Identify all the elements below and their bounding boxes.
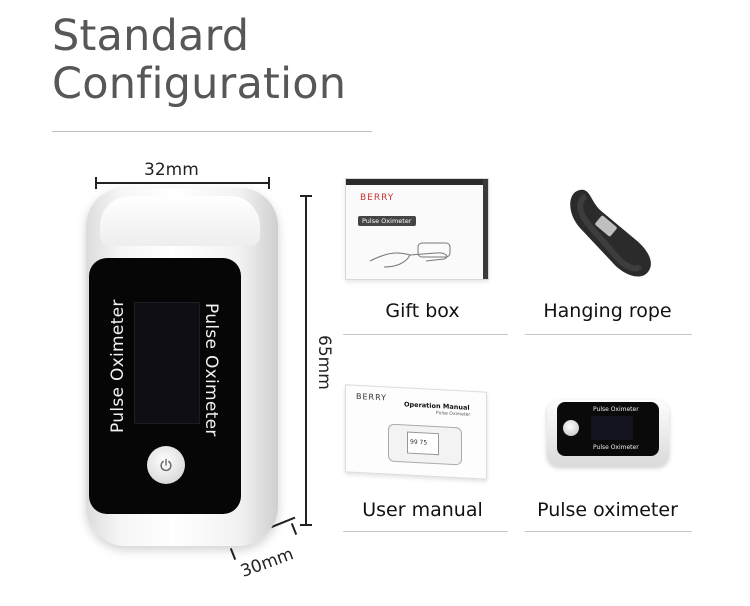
hanging-rope-image [570,189,651,277]
item-divider-user-manual [343,531,508,532]
item-divider-hanging-rope [525,334,692,335]
device-top-shell [100,196,260,246]
item-label-gift-box: Gift box [385,300,460,322]
manual-brand: BERRY [356,391,388,403]
manual-device-screen: 99 75 [407,431,439,456]
mini-device-screen [591,416,633,440]
gift-box-top-edge [346,179,488,185]
hand-sketch-icon [369,242,451,268]
gift-box-image: BERRY Pulse Oximeter [345,178,489,280]
title-divider [52,131,372,132]
width-dimension-label: 32mm [144,160,199,180]
manual-screen-values: 99 75 [410,438,428,447]
gift-box-brand: BERRY [360,193,395,203]
mini-power-button [563,420,579,436]
gift-box-badge: Pulse Oximeter [358,216,416,226]
device-front-panel: Pulse Oximeter Pulse Oximeter [89,258,241,514]
device-label-left: Pulse Oximeter [108,299,128,433]
title-line-2: Configuration [52,59,347,109]
manual-device-drawing: 99 75 [388,423,462,466]
pulse-oximeter-device: Pulse Oximeter Pulse Oximeter [86,188,278,546]
manual-title: Operation Manual [404,400,470,412]
item-label-hanging-rope: Hanging rope [543,300,672,322]
mini-device-front-panel: Pulse Oximeter Pulse Oximeter [557,402,659,456]
mini-label-top: Pulse Oximeter [593,406,639,413]
item-label-pulse-oximeter: Pulse oximeter [537,499,678,521]
height-dimension-line [305,196,307,526]
device-screen [134,302,200,424]
mini-label-bottom: Pulse Oximeter [593,444,639,451]
title-line-1: Standard [52,11,250,61]
depth-dimension-label: 30mm [238,544,297,582]
pulse-oximeter-small-image: Pulse Oximeter Pulse Oximeter [547,400,669,466]
width-dimension-tick-left [95,177,97,189]
manual-subtitle: Pulse Oximeter [436,411,471,418]
width-dimension-tick-right [268,177,270,189]
item-divider-gift-box [343,334,508,335]
page-title: Standard Configuration [52,12,346,108]
depth-dimension-tick-left [229,548,237,560]
device-label-right: Pulse Oximeter [201,303,221,437]
depth-dimension-tick-right [290,523,298,535]
height-dimension-tick-bottom [300,524,312,526]
gift-box-side-edge [483,179,488,279]
item-label-user-manual: User manual [362,499,483,521]
item-divider-pulse-oximeter [525,531,692,532]
user-manual-image: BERRY Operation Manual Pulse Oximeter 99… [345,384,487,480]
width-dimension-line [96,182,270,184]
height-dimension-tick-top [300,195,312,197]
power-button[interactable] [147,446,185,484]
height-dimension-label: 65mm [314,335,334,390]
power-icon [160,458,172,472]
